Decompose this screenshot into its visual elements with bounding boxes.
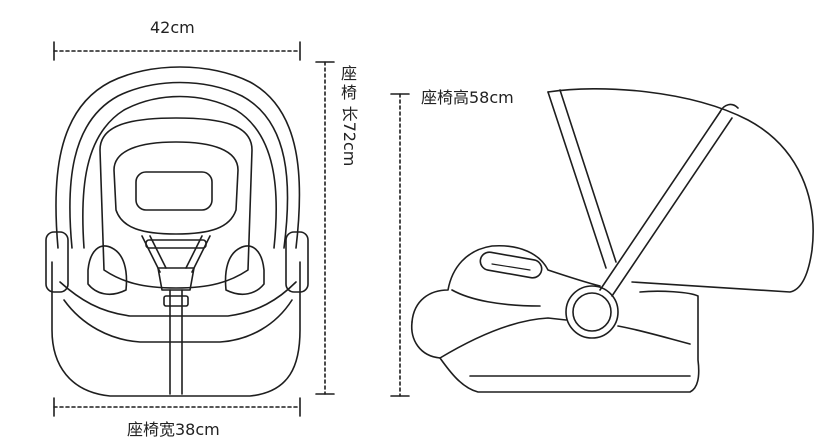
bottom-width-dimension <box>53 397 301 417</box>
seat-length-char-2: 椅 <box>340 83 357 102</box>
length-dimension <box>315 61 335 395</box>
seat-height-label: 座椅高58cm <box>421 88 514 107</box>
side-height-dimension <box>390 93 410 397</box>
top-width-dimension <box>53 41 301 61</box>
front-view-car-seat <box>45 66 309 397</box>
seat-length-label: 座 椅 长72cm <box>337 64 361 166</box>
seat-length-value: 长72cm <box>340 105 359 167</box>
seat-width-label: 座椅宽38cm <box>127 420 220 439</box>
side-view-car-seat <box>411 87 814 393</box>
seat-length-char-1: 座 <box>340 64 357 83</box>
top-width-label: 42cm <box>150 18 195 37</box>
